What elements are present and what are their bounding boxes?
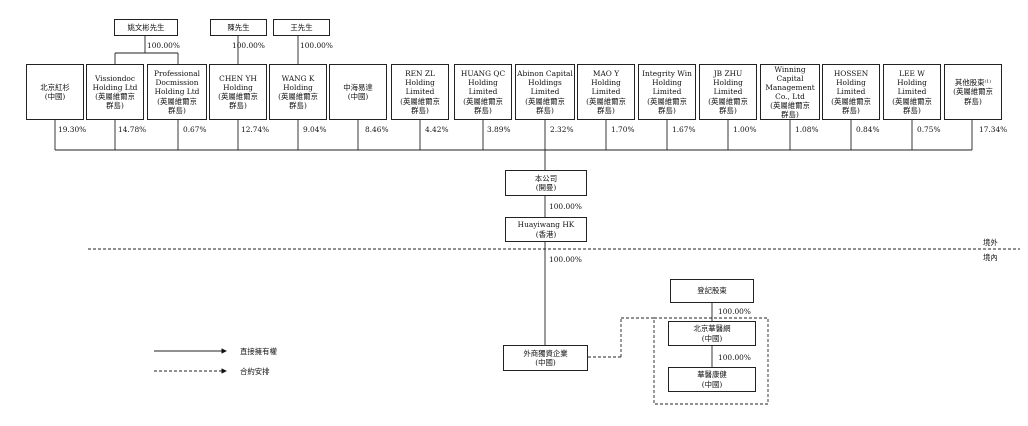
hk-box: Huayiwang HK (香港) (505, 217, 587, 242)
shareholder-box: HOSSEN Holding Limited (英屬維爾京 群島) (822, 64, 880, 120)
shareholder-name: LEE W Holding Limited (英屬維爾京 群島) (892, 69, 932, 115)
shareholder-box: 中海易達 (中國) (329, 64, 387, 120)
shareholder-name: REN ZL Holding Limited (英屬維爾京 群島) (400, 69, 440, 115)
registered-shareholders-name: 登記股東 (697, 286, 727, 296)
shareholding-pct: 17.34% (979, 125, 1008, 134)
person-box-wang: 王先生 (273, 19, 330, 36)
shareholding-pct: 0.75% (917, 125, 941, 134)
legend-direct-label: 直接擁有權 (240, 347, 277, 356)
shareholding-pct: 4.42% (425, 125, 449, 134)
shareholder-name: 中海易達 (中國) (343, 82, 373, 101)
shareholder-name: MAO Y Holding Limited (英屬維爾京 群島) (586, 69, 626, 115)
shareholder-name: CHEN YH Holding (英屬維爾京 群島) (218, 73, 258, 111)
shareholder-box: 北京紅杉 (中國) (26, 64, 84, 120)
person-name: 王先生 (290, 22, 313, 32)
legend-contract-label: 合約安排 (240, 367, 270, 376)
hk-pct: 100.00% (549, 255, 582, 264)
huayi-kangjian-box: 華醫康健 (中國) (668, 367, 756, 392)
shareholder-box: Abinon Capital Holdings Limited (英屬維爾京 群… (515, 64, 575, 120)
person-box-yao: 姚文彬先生 (114, 19, 178, 36)
shareholder-name: JB ZHU Holding Limited (英屬維爾京 群島) (708, 69, 748, 115)
beijing-huayiwang-box: 北京華醫網 (中國) (668, 321, 756, 346)
shareholder-name: 北京紅杉 (中國) (40, 82, 70, 101)
registered-pct: 100.00% (718, 307, 751, 316)
onshore-label: 境內 (983, 253, 998, 262)
person-pct-wang: 100.00% (300, 41, 333, 50)
person-pct-yao: 100.00% (147, 41, 180, 50)
shareholding-pct: 1.00% (733, 125, 757, 134)
wfoe-box: 外商獨資企業 (中國) (503, 345, 588, 371)
shareholder-box: CHEN YH Holding (英屬維爾京 群島) (209, 64, 267, 120)
shareholding-pct: 8.46% (365, 125, 389, 134)
shareholder-box: REN ZL Holding Limited (英屬維爾京 群島) (391, 64, 449, 120)
person-name: 姚文彬先生 (127, 22, 165, 32)
person-box-chen: 陳先生 (210, 19, 267, 36)
shareholding-pct: 14.78% (118, 125, 147, 134)
shareholding-pct: 3.89% (487, 125, 511, 134)
shareholding-pct: 12.74% (241, 125, 270, 134)
shareholding-pct: 1.08% (795, 125, 819, 134)
registered-shareholders-box: 登記股東 (670, 279, 754, 303)
shareholder-name: 其他股東⁽¹⁾ (英屬維爾京 群島) (953, 78, 993, 106)
huayi-kangjian-name: 華醫康健 (中國) (697, 370, 727, 389)
shareholder-box: WANG K Holding (英屬維爾京 群島) (269, 64, 327, 120)
shareholder-box: Winning Capital Management Co., Ltd (英屬維… (760, 64, 820, 120)
shareholding-pct: 2.32% (550, 125, 574, 134)
shareholding-pct: 9.04% (303, 125, 327, 134)
beijing-huayiwang-name: 北京華醫網 (中國) (693, 324, 731, 343)
shareholder-box: MAO Y Holding Limited (英屬維爾京 群島) (577, 64, 635, 120)
wfoe-name: 外商獨資企業 (中國) (523, 348, 568, 367)
shareholder-box: Vissiondoc Holding Ltd (英屬維爾京 群島) (86, 64, 144, 120)
shareholder-name: HOSSEN Holding Limited (英屬維爾京 群島) (831, 69, 871, 115)
shareholder-box: LEE W Holding Limited (英屬維爾京 群島) (883, 64, 941, 120)
shareholder-name: WANG K Holding (英屬維爾京 群島) (278, 73, 318, 111)
company-box: 本公司 (開曼) (505, 170, 587, 196)
offshore-label: 境外 (983, 238, 998, 247)
shareholding-pct: 19.30% (58, 125, 87, 134)
shareholder-name: Integrity Win Holding Limited (英屬維爾京 群島) (642, 69, 692, 115)
shareholder-box: Professional Docmission Holding Ltd (英屬維… (147, 64, 207, 120)
company-pct: 100.00% (549, 202, 582, 211)
person-pct-chen: 100.00% (232, 41, 265, 50)
shareholder-name: HUANG QC Holding Limited (英屬維爾京 群島) (460, 69, 506, 115)
shareholding-pct: 0.84% (856, 125, 880, 134)
shareholder-box: HUANG QC Holding Limited (英屬維爾京 群島) (454, 64, 512, 120)
hk-name: Huayiwang HK (香港) (517, 220, 575, 239)
shareholder-box: Integrity Win Holding Limited (英屬維爾京 群島) (638, 64, 696, 120)
shareholder-name: Professional Docmission Holding Ltd (英屬維… (154, 69, 200, 115)
shareholding-pct: 1.67% (672, 125, 696, 134)
shareholder-name: Abinon Capital Holdings Limited (英屬維爾京 群… (517, 69, 573, 115)
company-name: 本公司 (開曼) (534, 173, 558, 192)
shareholding-pct: 0.67% (183, 125, 207, 134)
beijing-huayiwang-pct: 100.00% (718, 353, 751, 362)
shareholder-box: JB ZHU Holding Limited (英屬維爾京 群島) (699, 64, 757, 120)
shareholder-name: Winning Capital Management Co., Ltd (英屬維… (765, 64, 815, 120)
shareholder-name: Vissiondoc Holding Ltd (英屬維爾京 群島) (92, 73, 138, 111)
shareholding-pct: 1.70% (611, 125, 635, 134)
person-name: 陳先生 (227, 22, 250, 32)
shareholder-box: 其他股東⁽¹⁾ (英屬維爾京 群島) (944, 64, 1002, 120)
